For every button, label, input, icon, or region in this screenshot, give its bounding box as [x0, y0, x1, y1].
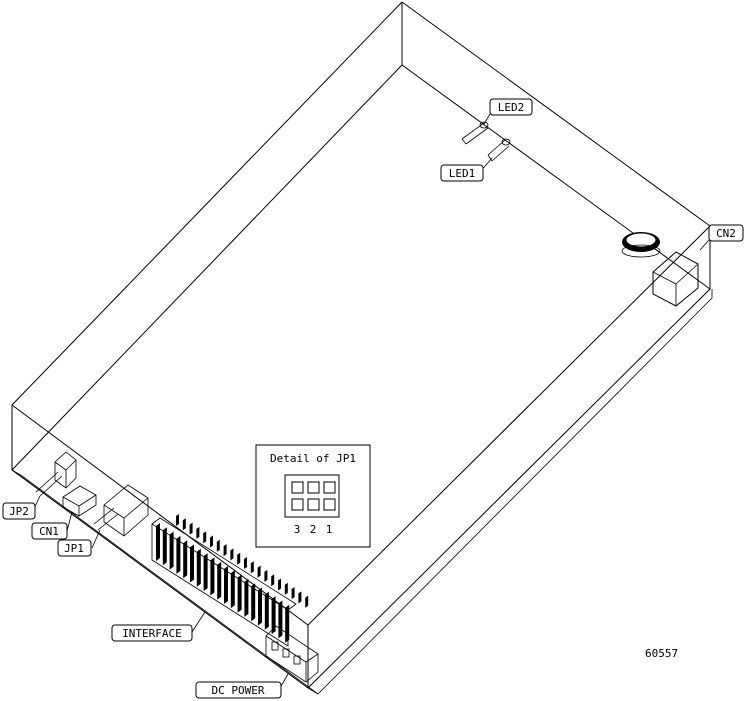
cn2-connector [652, 251, 699, 307]
interface-pin [203, 531, 207, 544]
figure-number: 60557 [645, 647, 678, 660]
jp1-pin-2-top [307, 481, 320, 494]
interface-pin [190, 544, 194, 583]
interface-pin [237, 574, 242, 613]
interface-pin [244, 557, 247, 569]
detail-title: Detail of JP1 [270, 452, 356, 465]
jp1-pin-number-1: 1 [326, 523, 333, 536]
interface-pin [169, 531, 174, 570]
drive-enclosure [11, 1, 713, 695]
interface-pin [271, 596, 276, 635]
interface-pin [298, 591, 302, 604]
interface-pin [271, 574, 275, 587]
jp1-pin-1-top [323, 481, 336, 494]
interface-label: INTERFACE [122, 627, 182, 640]
interface-pin [162, 527, 167, 566]
interface-pin [250, 561, 254, 574]
interface-pin [237, 552, 241, 565]
interface-connector [151, 514, 309, 647]
jp1-pin-number-2: 2 [310, 523, 317, 536]
interface-pin [284, 582, 288, 595]
interface-pin [223, 544, 227, 557]
callout-leaders [32, 113, 710, 689]
callout-cn2: CN2 [708, 224, 744, 242]
cn2-label: CN2 [716, 227, 736, 240]
interface-pin [278, 578, 281, 591]
jp1-pin-3-top [291, 481, 304, 494]
jp1-pin-3-bottom [291, 498, 304, 511]
interface-pin [196, 548, 201, 587]
dc-power-label: DC POWER [212, 684, 265, 697]
callout-jp2: JP2 [2, 502, 36, 520]
interface-pin [182, 518, 186, 531]
interface-pin [230, 570, 235, 609]
interface-pin [285, 604, 290, 643]
callout-interface: INTERFACE [111, 624, 193, 642]
jp1-pin-2-bottom [307, 498, 320, 511]
interface-pin [224, 566, 228, 604]
interface-pin [183, 540, 188, 579]
interface-pin [258, 587, 262, 626]
jp2-jumper [35, 451, 77, 497]
led2-label: LED2 [498, 101, 525, 114]
callout-led2: LED2 [489, 98, 533, 116]
jp1-detail-inset: Detail of JP1 3 2 1 [255, 444, 371, 548]
interface-pin [216, 539, 220, 552]
callout-dc-power: DC POWER [195, 681, 282, 699]
interface-pin [203, 553, 208, 592]
interface-pin [305, 595, 309, 608]
callout-jp1: JP1 [57, 539, 92, 557]
cn1-label: CN1 [39, 525, 59, 538]
jp1-pin-number-3: 3 [294, 523, 301, 536]
dc-power-connector [265, 625, 319, 683]
interface-pin [264, 591, 269, 630]
thumbwheel [621, 232, 661, 258]
led2-component [461, 121, 489, 145]
interface-pin [210, 535, 213, 548]
interface-pin [196, 526, 200, 539]
callout-led1: LED1 [440, 164, 484, 182]
interface-pin [257, 565, 261, 578]
interface-pin [217, 561, 222, 600]
interface-pin [176, 514, 179, 526]
interface-pin [278, 600, 283, 639]
interface-pin [176, 535, 181, 574]
jp1-pin-1-bottom [323, 498, 336, 511]
interface-pin [264, 569, 268, 582]
interface-pin [189, 522, 193, 535]
led1-label: LED1 [449, 167, 476, 180]
jp1-label: JP1 [64, 542, 84, 555]
cn1-connector [62, 485, 97, 517]
interface-pin [210, 557, 215, 596]
jp2-label: JP2 [9, 505, 29, 518]
interface-pin [291, 587, 295, 600]
interface-pin [251, 583, 256, 622]
led1-component [487, 138, 511, 162]
jp1-jumper [93, 484, 149, 537]
interface-pin [230, 548, 234, 561]
callout-cn1: CN1 [31, 522, 68, 540]
interface-pin [244, 578, 249, 617]
interface-pin [156, 523, 160, 561]
